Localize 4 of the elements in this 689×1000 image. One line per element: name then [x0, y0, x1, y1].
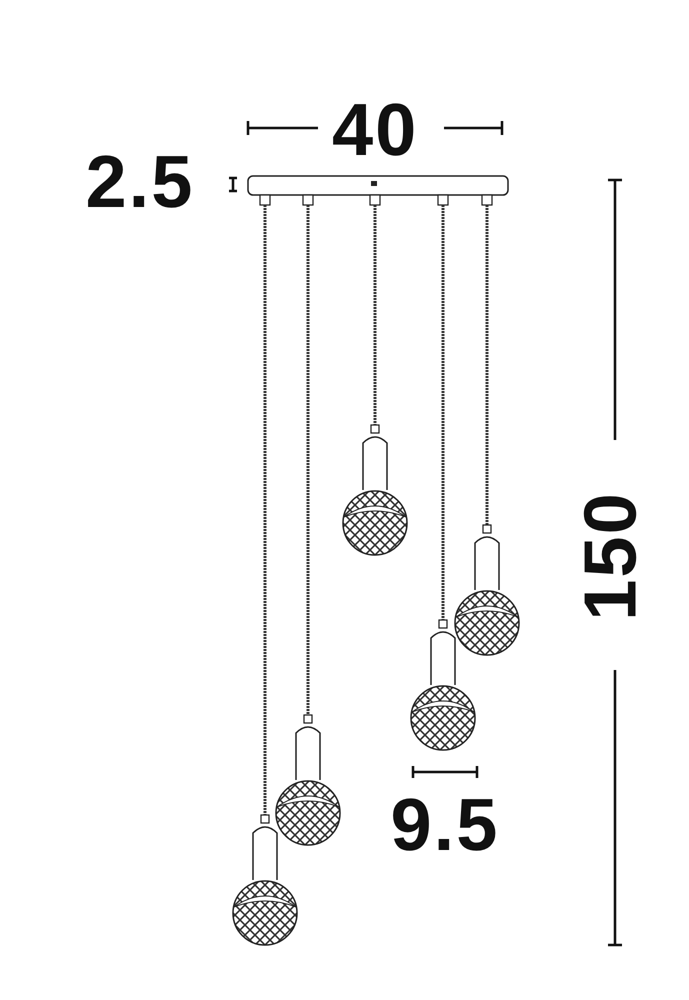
dimension-label: 9.5	[390, 788, 500, 862]
dimension-label: 40	[332, 93, 418, 167]
dimension-label: 150	[573, 491, 648, 621]
dimension-label: 2.5	[86, 145, 194, 219]
